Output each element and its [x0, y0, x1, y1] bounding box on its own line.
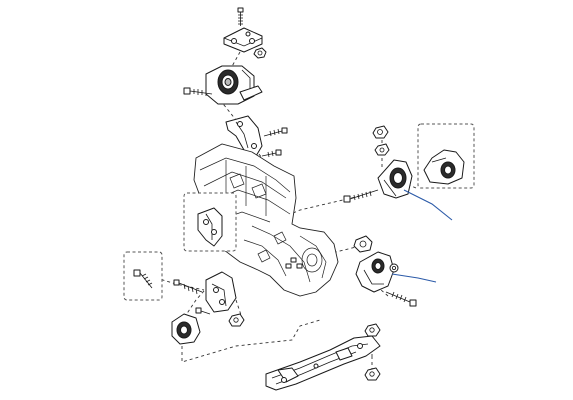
mid-right-mount-bracket: [355, 251, 395, 293]
lower-left-engine-mount: [171, 313, 201, 345]
leader-line-upper: [403, 189, 453, 221]
detail-box-bolt: [123, 251, 163, 301]
nut-small: [253, 47, 267, 59]
upper-mount-bracket: [223, 27, 263, 53]
crossmember-nut-top: [364, 323, 381, 337]
detail-bolt-part: [133, 269, 153, 289]
lower-left-small-bolt: [195, 307, 211, 315]
top-bolt: [237, 7, 244, 26]
mid-right-long-bolt: [385, 291, 417, 307]
mid-right-washer: [389, 263, 399, 273]
upper-engine-mount: [205, 65, 263, 105]
right-bolt-top: [372, 125, 390, 156]
crossmember-subframe: [265, 335, 381, 391]
mid-right-top-nut: [353, 235, 373, 253]
engine-side-bracket: [225, 115, 263, 157]
right-through-bolt: [343, 189, 379, 203]
bracket-bolts: [261, 127, 288, 158]
lower-left-nut: [228, 313, 245, 327]
detail-bracket-part: [197, 207, 223, 247]
transmission-case-studs: [285, 257, 303, 269]
mount-through-bolt-left: [183, 87, 213, 96]
right-engine-mount: [377, 159, 413, 199]
leader-line-lower: [391, 273, 437, 283]
detail-mount-part: [423, 149, 465, 185]
lower-left-bracket: [205, 271, 237, 313]
lower-left-bolt-top: [173, 279, 203, 295]
crossmember-nut-bottom: [364, 367, 381, 381]
